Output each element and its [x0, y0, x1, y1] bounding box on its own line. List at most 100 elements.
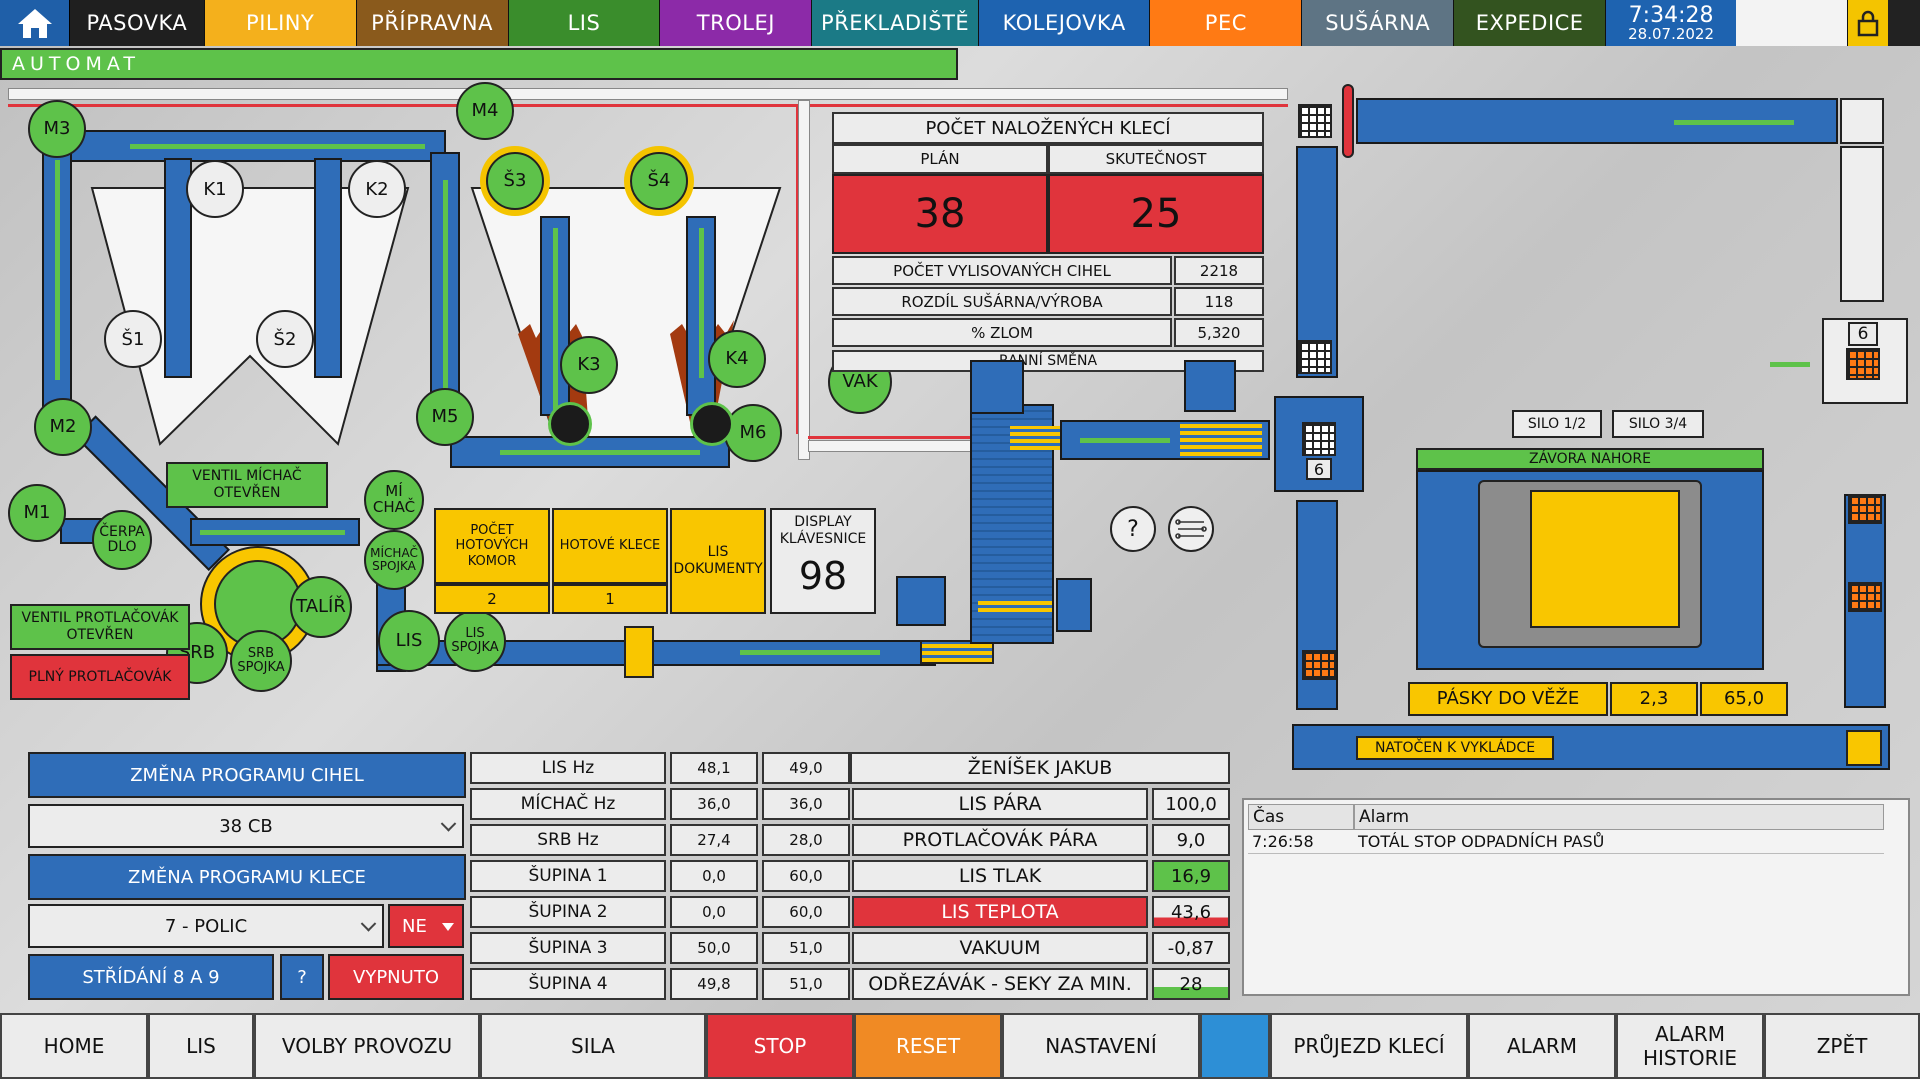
plny-protlacovak-status: PLNÝ PROTLAČOVÁK [10, 654, 190, 700]
motor-s3[interactable]: Š3 [486, 152, 544, 210]
bottom-button-1[interactable]: LIS [148, 1013, 254, 1079]
rail-lower [808, 440, 978, 452]
tab-6[interactable]: KOLEJOVKA [978, 0, 1151, 46]
alternate-help-button[interactable]: ? [280, 954, 324, 1000]
caret-down-icon [442, 923, 454, 931]
motor-michac[interactable]: MÍ CHAČ [364, 470, 424, 530]
motor-s4[interactable]: Š4 [630, 152, 688, 210]
cage-stat-value: 118 [1174, 287, 1264, 316]
freq-setpoint[interactable]: 36,0 [762, 788, 850, 820]
motor-talir[interactable]: TALÍŘ [290, 576, 352, 638]
display-klavesnice-button[interactable]: DISPLAY KLÁVESNICE 98 [770, 508, 876, 614]
hotove-klece-value: 1 [552, 584, 668, 614]
cages-real-value: 25 [1048, 174, 1264, 254]
tab-7[interactable]: PEC [1150, 0, 1303, 46]
change-brick-program-button[interactable]: ZMĚNA PROGRAMU CIHEL [28, 752, 466, 798]
natocen-status: NATOČEN K VYKLÁDCE [1356, 736, 1554, 760]
cage-stat-label: ROZDÍL SUŠÁRNA/VÝROBA [832, 287, 1172, 316]
red-line-vertical [796, 104, 799, 434]
change-cage-program-button[interactable]: ZMĚNA PROGRAMU KLECE [28, 854, 466, 900]
cage-stat-label: POČET VYLISOVANÝCH CIHEL [832, 256, 1172, 285]
tab-3[interactable]: LIS [508, 0, 661, 46]
chevron-down-icon [440, 816, 457, 832]
motor-k3[interactable]: K3 [560, 336, 618, 394]
alarm-col-alarm: Alarm [1354, 804, 1884, 830]
alarm-row[interactable]: 7:26:58 TOTÁL STOP ODPADNÍCH PASŮ [1248, 830, 1884, 854]
silo-34-button[interactable]: SILO 3/4 [1612, 410, 1704, 438]
cage-ne-select[interactable]: NE [388, 904, 464, 948]
bottom-button-4[interactable]: STOP [706, 1013, 854, 1079]
freq-setpoint[interactable]: 51,0 [762, 932, 850, 964]
ventil-protlacovak-status: VENTIL PROTLAČOVÁK OTEVŘEN [10, 604, 190, 650]
cage-program-select[interactable]: 7 - POLIC [28, 904, 384, 948]
motor-m4[interactable]: M4 [456, 82, 514, 140]
network-icon[interactable] [1168, 506, 1214, 552]
process-label: PROTLAČOVÁK PÁRA [852, 824, 1148, 856]
motor-lis-spojka[interactable]: LIS SPOJKA [444, 610, 506, 672]
alternate-8-9-button[interactable]: STŘÍDÁNÍ 8 A 9 [28, 954, 274, 1000]
tab-8[interactable]: SUŠÁRNA [1302, 0, 1455, 46]
lis-dokumenty-button[interactable]: LIS DOKUMENTY [670, 508, 766, 614]
clock-time: 7:34:28 [1628, 2, 1714, 28]
motor-m6[interactable]: M6 [724, 404, 782, 462]
freq-label: ŠUPINA 2 [470, 896, 666, 928]
bottom-button-11[interactable]: ZPĚT [1764, 1013, 1920, 1079]
process-value: 100,0 [1152, 788, 1230, 820]
top-right-slot [1840, 98, 1884, 144]
cage-stat-value: 5,320 [1174, 318, 1264, 347]
tab-0[interactable]: PASOVKA [70, 0, 205, 46]
lock-icon[interactable] [1848, 0, 1889, 46]
motor-cerpadlo[interactable]: ČERPA DLO [92, 510, 152, 570]
freq-setpoint[interactable]: 28,0 [762, 824, 850, 856]
sensor-s2[interactable]: Š2 [256, 310, 314, 368]
motor-m1[interactable]: M1 [8, 484, 66, 542]
freq-setpoint[interactable]: 60,0 [762, 860, 850, 892]
bottom-button-7[interactable] [1200, 1013, 1270, 1079]
red-line-top [8, 104, 1288, 107]
process-label: LIS TEPLOTA [852, 896, 1148, 928]
silo-yellow [1530, 490, 1680, 628]
stacker-top [970, 360, 1024, 414]
tab-1[interactable]: PILINY [204, 0, 357, 46]
tab-5[interactable]: PŘEKLADIŠTĚ [812, 0, 979, 46]
motor-m3[interactable]: M3 [28, 100, 86, 158]
tab-9[interactable]: EXPEDICE [1454, 0, 1607, 46]
bottom-button-2[interactable]: VOLBY PROVOZU [254, 1013, 480, 1079]
freq-setpoint[interactable]: 51,0 [762, 968, 850, 1000]
bottom-button-9[interactable]: ALARM [1468, 1013, 1616, 1079]
tab-4[interactable]: TROLEJ [660, 0, 813, 46]
motor-lis[interactable]: LIS [378, 610, 440, 672]
bottom-button-8[interactable]: PRŮJEZD KLECÍ [1270, 1013, 1468, 1079]
bottom-button-10[interactable]: ALARM HISTORIE [1616, 1013, 1764, 1079]
alternate-state-button[interactable]: VYPNUTO [328, 954, 464, 1000]
pocet-hotovych-komor-value: 2 [434, 584, 550, 614]
help-icon[interactable]: ? [1110, 506, 1156, 552]
freq-setpoint[interactable]: 60,0 [762, 896, 850, 928]
freq-label: MÍCHAČ Hz [470, 788, 666, 820]
operator-name: ŽENÍŠEK JAKUB [850, 752, 1230, 784]
flow-arrow [443, 180, 448, 390]
bottom-button-0[interactable]: HOME [0, 1013, 148, 1079]
silo-12-button[interactable]: SILO 1/2 [1512, 410, 1602, 438]
tab-2[interactable]: PŘÍPRAVNA [356, 0, 509, 46]
motor-m2[interactable]: M2 [34, 398, 92, 456]
home-icon[interactable] [0, 0, 70, 46]
process-label: ODŘEZÁVÁK - SEKY ZA MIN. [852, 968, 1148, 1000]
motor-k4[interactable]: K4 [708, 330, 766, 388]
freq-setpoint[interactable]: 49,0 [762, 752, 850, 784]
hopper-right [470, 187, 782, 446]
top-rail [8, 88, 1288, 100]
sensor-k1[interactable]: K1 [186, 160, 244, 218]
brick-program-select[interactable]: 38 CB [28, 804, 464, 848]
bottom-button-6[interactable]: NASTAVENÍ [1002, 1013, 1200, 1079]
process-value: 43,6 [1152, 896, 1230, 928]
motor-srb-spojka[interactable]: SRB SPOJKA [230, 630, 292, 692]
bottom-button-3[interactable]: SILA [480, 1013, 706, 1079]
motor-michac-spojka[interactable]: MÍCHAČ SPOJKA [364, 530, 424, 590]
bottom-button-5[interactable]: RESET [854, 1013, 1002, 1079]
sensor-s1[interactable]: Š1 [104, 310, 162, 368]
flow-arrow [1080, 438, 1170, 443]
sensor-k2[interactable]: K2 [348, 160, 406, 218]
motor-m5[interactable]: M5 [416, 388, 474, 446]
